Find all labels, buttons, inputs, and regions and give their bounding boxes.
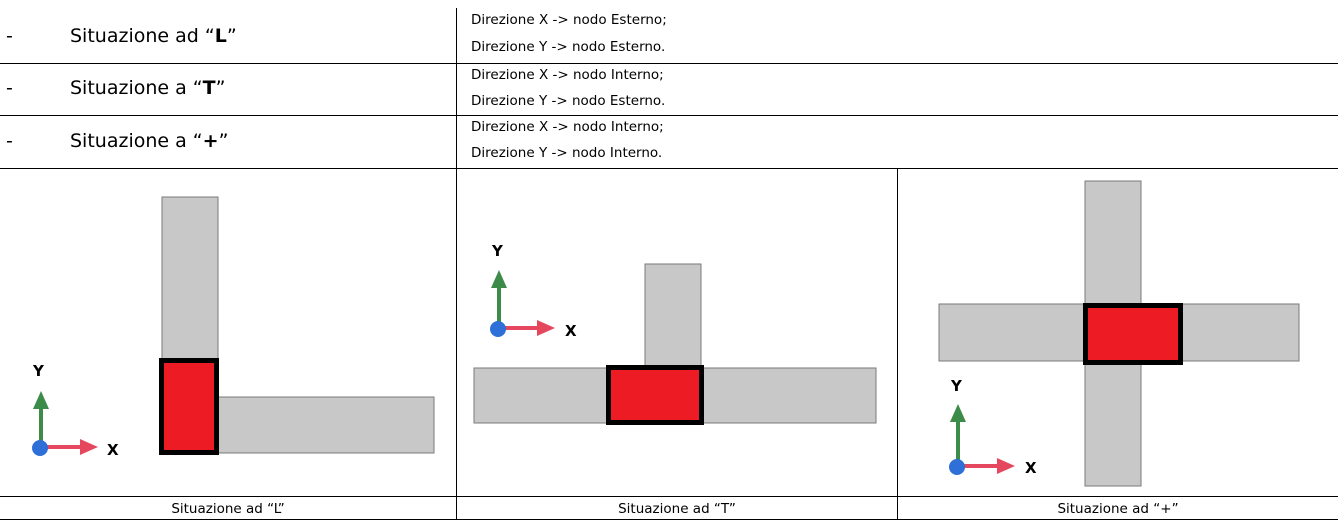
caption-plus: Situazione ad “+” [1057, 501, 1179, 517]
diagram-t-junction: Y X [473, 242, 877, 425]
l-y-arrowhead [33, 391, 49, 409]
t-y-arrowhead [491, 270, 507, 288]
t-origin-dot [490, 321, 506, 337]
row-2-dash: - [6, 77, 13, 99]
top-table-divider [456, 8, 457, 168]
row-3-situation-label: Situazione a “+” [70, 130, 229, 152]
caption-t: Situazione ad “T” [618, 501, 736, 517]
plus-y-label: Y [950, 377, 963, 395]
row-3-direction-y: Direzione Y -> nodo Interno. [471, 145, 663, 161]
l-vertical-beam [161, 196, 219, 361]
row-3-shape: + [202, 130, 219, 152]
plus-x-label: X [1025, 459, 1037, 477]
row-2-direction-y: Direzione Y -> nodo Esterno. [471, 93, 666, 109]
t-vertical-beam [644, 263, 702, 369]
row-2-situation-label: Situazione a “T” [70, 77, 226, 99]
plus-node [1083, 303, 1183, 365]
l-y-label: Y [32, 362, 45, 380]
diagram-l-junction: Y X [32, 196, 435, 459]
plus-origin-dot [949, 459, 965, 475]
row-1-situation-label: Situazione ad “L” [70, 25, 237, 47]
row-3-direction-x: Direzione X -> nodo Interno; [471, 119, 664, 135]
row-separator-3 [0, 168, 1338, 169]
l-x-label: X [107, 441, 119, 459]
row-separator-2 [0, 115, 1338, 116]
row-1-direction-y: Direzione Y -> nodo Esterno. [471, 39, 666, 55]
row-2-shape: T [202, 77, 216, 99]
diagram-divider-1 [456, 168, 457, 520]
row-3-dash: - [6, 130, 13, 152]
row-2-direction-x: Direzione X -> nodo Interno; [471, 67, 664, 83]
row-1-direction-x: Direzione X -> nodo Esterno; [471, 12, 667, 28]
plus-y-arrowhead [950, 404, 966, 422]
t-node [606, 365, 704, 425]
row-separator-1 [0, 63, 1338, 64]
l-x-arrowhead [80, 439, 98, 455]
t-x-arrowhead [537, 320, 555, 336]
l-horizontal-beam [217, 396, 435, 454]
caption-l: Situazione ad “L” [171, 501, 285, 517]
caption-separator [0, 496, 1338, 497]
table-bottom-border [0, 519, 1338, 520]
diagram-divider-2 [897, 168, 898, 520]
row-1-dash: - [6, 25, 13, 47]
t-y-label: Y [491, 242, 504, 260]
l-node [159, 358, 219, 455]
plus-x-arrowhead [997, 458, 1015, 474]
row-1-shape: L [214, 25, 227, 47]
t-x-label: X [565, 322, 577, 340]
l-origin-dot [32, 440, 48, 456]
diagram-plus-junction: Y X [938, 180, 1300, 487]
